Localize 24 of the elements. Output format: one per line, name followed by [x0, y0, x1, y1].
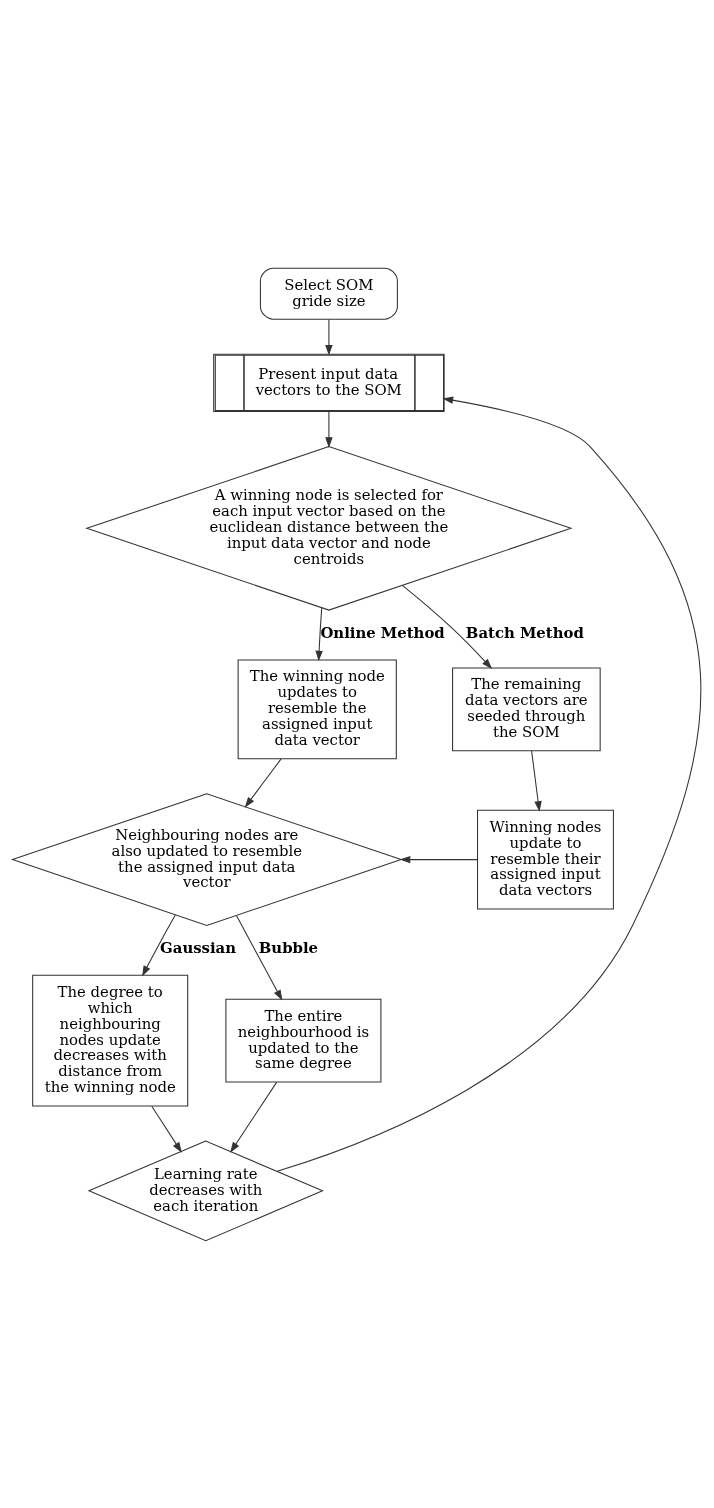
- node-box: The winning node updates to resemble the assigned input data vector: [237, 659, 397, 759]
- arrow: [230, 1081, 278, 1153]
- edge-label: Online Method: [320, 623, 445, 642]
- node-box: Winning nodes update to resemble their assigned input data vectors: [477, 809, 614, 909]
- arrow: [402, 584, 493, 669]
- arrow: [325, 410, 333, 448]
- node-diamond: Neighbouring nodes are also updated to resemble the assigned input data vector: [10, 792, 403, 926]
- arrow: [276, 396, 701, 1172]
- edge-label: Gaussian: [160, 938, 237, 957]
- arrow: [315, 606, 323, 661]
- node-box: The entire neighbourhood is updated to the same degree: [225, 998, 382, 1083]
- arrow: [325, 318, 333, 356]
- arrow: [151, 1105, 182, 1153]
- arrow: [236, 914, 283, 1000]
- node-diamond: A winning node is selected for each input vector based on the euclidean distance between the input data vector and node centroids: [85, 445, 573, 611]
- node-box: The degree to which neighbouring nodes update decreases with distance from the winning node: [32, 974, 189, 1106]
- arrow: [399, 855, 478, 863]
- edge-label: Bubble: [258, 938, 319, 957]
- arrow: [244, 757, 282, 808]
- node-box: The remaining data vectors are seeded through the SOM: [452, 666, 601, 751]
- arrow: [142, 914, 176, 976]
- node-box: Select SOM gride size: [259, 267, 398, 320]
- edge-label: Batch Method: [465, 623, 584, 642]
- arrow: [531, 749, 542, 812]
